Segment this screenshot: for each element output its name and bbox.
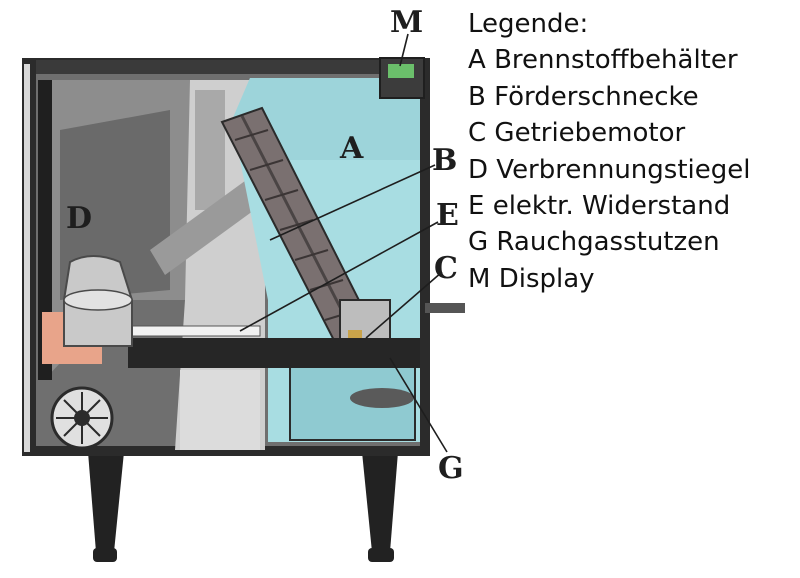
leader-g [389, 357, 448, 453]
legend-text: Getriebemotor [494, 118, 686, 149]
legend-item-m: M Display [468, 261, 798, 297]
callout-d: D [66, 201, 92, 236]
flue-pipe [128, 338, 420, 368]
legend-title: Legende: [468, 9, 589, 39]
legend-item-a: A Brennstoffbehälter [468, 42, 798, 78]
leader-m [399, 33, 409, 67]
callout-c: C [434, 251, 458, 286]
burn-crucible [42, 255, 133, 364]
legend-text: Display [498, 263, 595, 294]
callout-e: E [436, 198, 459, 233]
callout-a: A [339, 131, 364, 166]
auger-flights [234, 129, 359, 321]
ash-pan [350, 388, 414, 408]
leg-left-foot [93, 548, 117, 562]
legend-key: E [468, 191, 485, 222]
combustion-fan [50, 386, 114, 450]
callout-m: M [390, 5, 423, 40]
leader-c [365, 271, 443, 339]
legend-item-d: D Verbrennungstiegel [468, 152, 798, 188]
callout-b: B [432, 143, 457, 178]
legend-text: Brennstoffbehälter [494, 45, 738, 76]
display-unit [379, 57, 425, 99]
leader-e [239, 221, 439, 332]
legend-item-b: B Förderschnecke [468, 79, 798, 115]
leg-left [88, 452, 124, 552]
callout-g: G [438, 451, 464, 486]
combustion-inner-shadow [60, 110, 170, 300]
crucible-rim [63, 289, 133, 311]
callout-leaders [239, 33, 448, 453]
legend-key: D [468, 154, 489, 185]
legend-item-c: C Getriebemotor [468, 115, 798, 151]
central-shadow-panel [195, 90, 225, 210]
stove-legs [88, 452, 398, 562]
gear-motor-shaft [425, 303, 465, 313]
lower-center-box [180, 370, 260, 450]
leg-right [362, 452, 398, 552]
legend-key: M [468, 263, 491, 294]
legend-key: G [468, 227, 489, 258]
display-screen [388, 64, 414, 78]
legend-item-e: E elektr. Widerstand [468, 188, 798, 224]
legend-key: C [468, 118, 487, 149]
leader-b [269, 164, 436, 241]
casing-top-rail [36, 60, 420, 74]
legend-key: A [468, 45, 486, 76]
legend-text: Verbrennungstiegel [496, 154, 751, 185]
casing-left-door-edge [24, 64, 30, 452]
legend: Legende: A Brennstoffbehälter B Fördersc… [468, 6, 798, 297]
legend-text: elektr. Widerstand [492, 191, 731, 222]
legend-text: Rauchgasstutzen [496, 227, 720, 258]
legend-item-g: G Rauchgasstutzen [468, 224, 798, 260]
leg-right-foot [368, 548, 394, 562]
combustion-left-wall [38, 80, 52, 380]
diagonal-brace [150, 170, 275, 275]
legend-key: B [468, 81, 486, 112]
legend-text: Förderschnecke [494, 81, 699, 112]
